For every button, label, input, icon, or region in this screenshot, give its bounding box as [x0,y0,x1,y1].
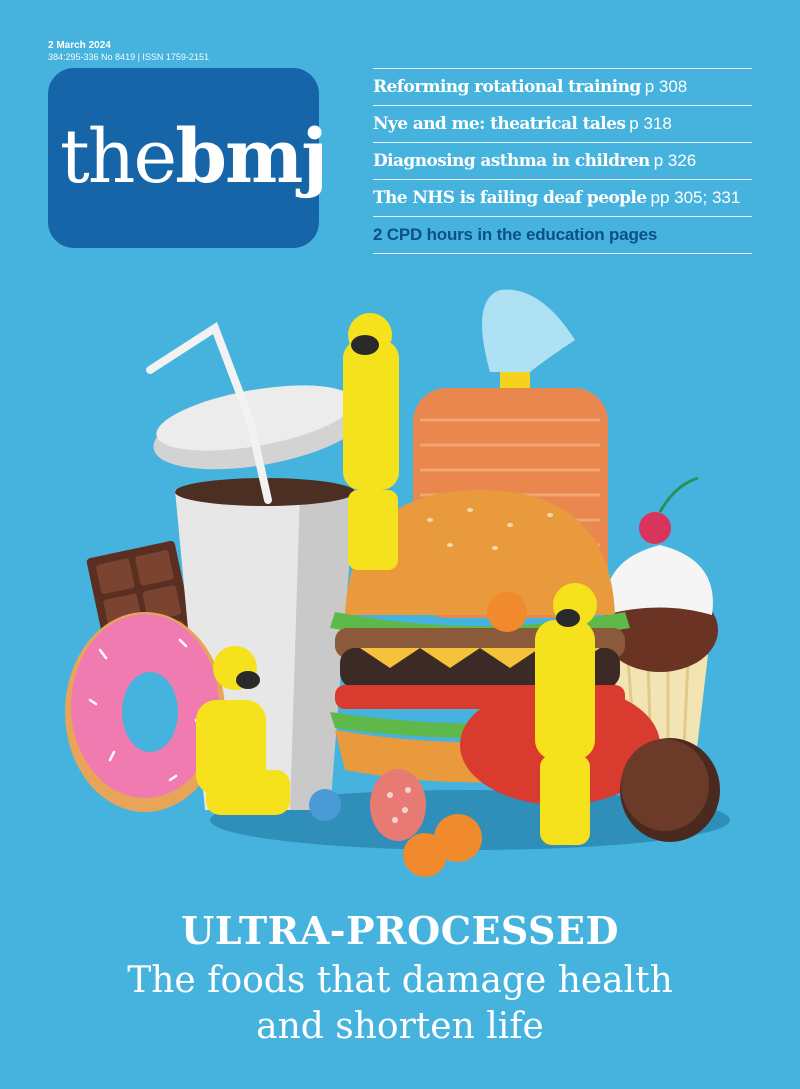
issue-info: 2 March 2024 384:295-336 No 8419 | ISSN … [48,40,209,62]
nugget-icon [403,592,527,877]
contents-item-title: Diagnosing asthma in children [373,151,650,171]
cover-subhead-line2: and shorten life [256,1006,544,1047]
contents-item-pages: p 308 [644,77,688,96]
contents-item-title: Nye and me: theatrical tales [373,114,626,134]
cookie-icon [620,738,720,842]
donut-icon [65,612,225,812]
hazmat-worker-icon [535,583,597,845]
cupcake-icon [602,476,718,791]
logo-the: the [60,114,177,200]
contents-item-pages: p 326 [653,151,697,170]
hazmat-worker-icon [196,646,290,815]
cover-subhead-line1: The foods that damage health [127,960,673,1001]
logo-bmj: bmj [175,114,328,200]
contents-item-cpd[interactable]: 2 CPD hours in the education pages [373,216,752,254]
hazmat-worker-icon [343,313,399,570]
issue-date: 2 March 2024 [48,40,111,51]
straw-icon [146,321,272,504]
sausage-slice-icon [370,769,426,841]
contents-item-title: Reforming rotational training [373,77,641,97]
cover-headline: ULTRA-PROCESSED [181,908,619,953]
contents-item-title: 2 CPD hours in the education pages [373,225,658,244]
contents-item-pages: pp 305; 331 [650,188,741,207]
contents-item-pages: p 318 [629,114,672,133]
bmj-logo[interactable]: thebmj [48,68,328,248]
issue-meta: 384:295-336 No 8419 | ISSN 1759-2151 [48,51,209,62]
cover-subhead: The foods that damage health and shorten… [0,958,800,1050]
cover-illustration [65,289,730,877]
ball-icon [309,789,341,821]
logo-wordmark: thebmj [60,114,328,200]
contents-item-title: The NHS is failing deaf people [373,188,647,208]
